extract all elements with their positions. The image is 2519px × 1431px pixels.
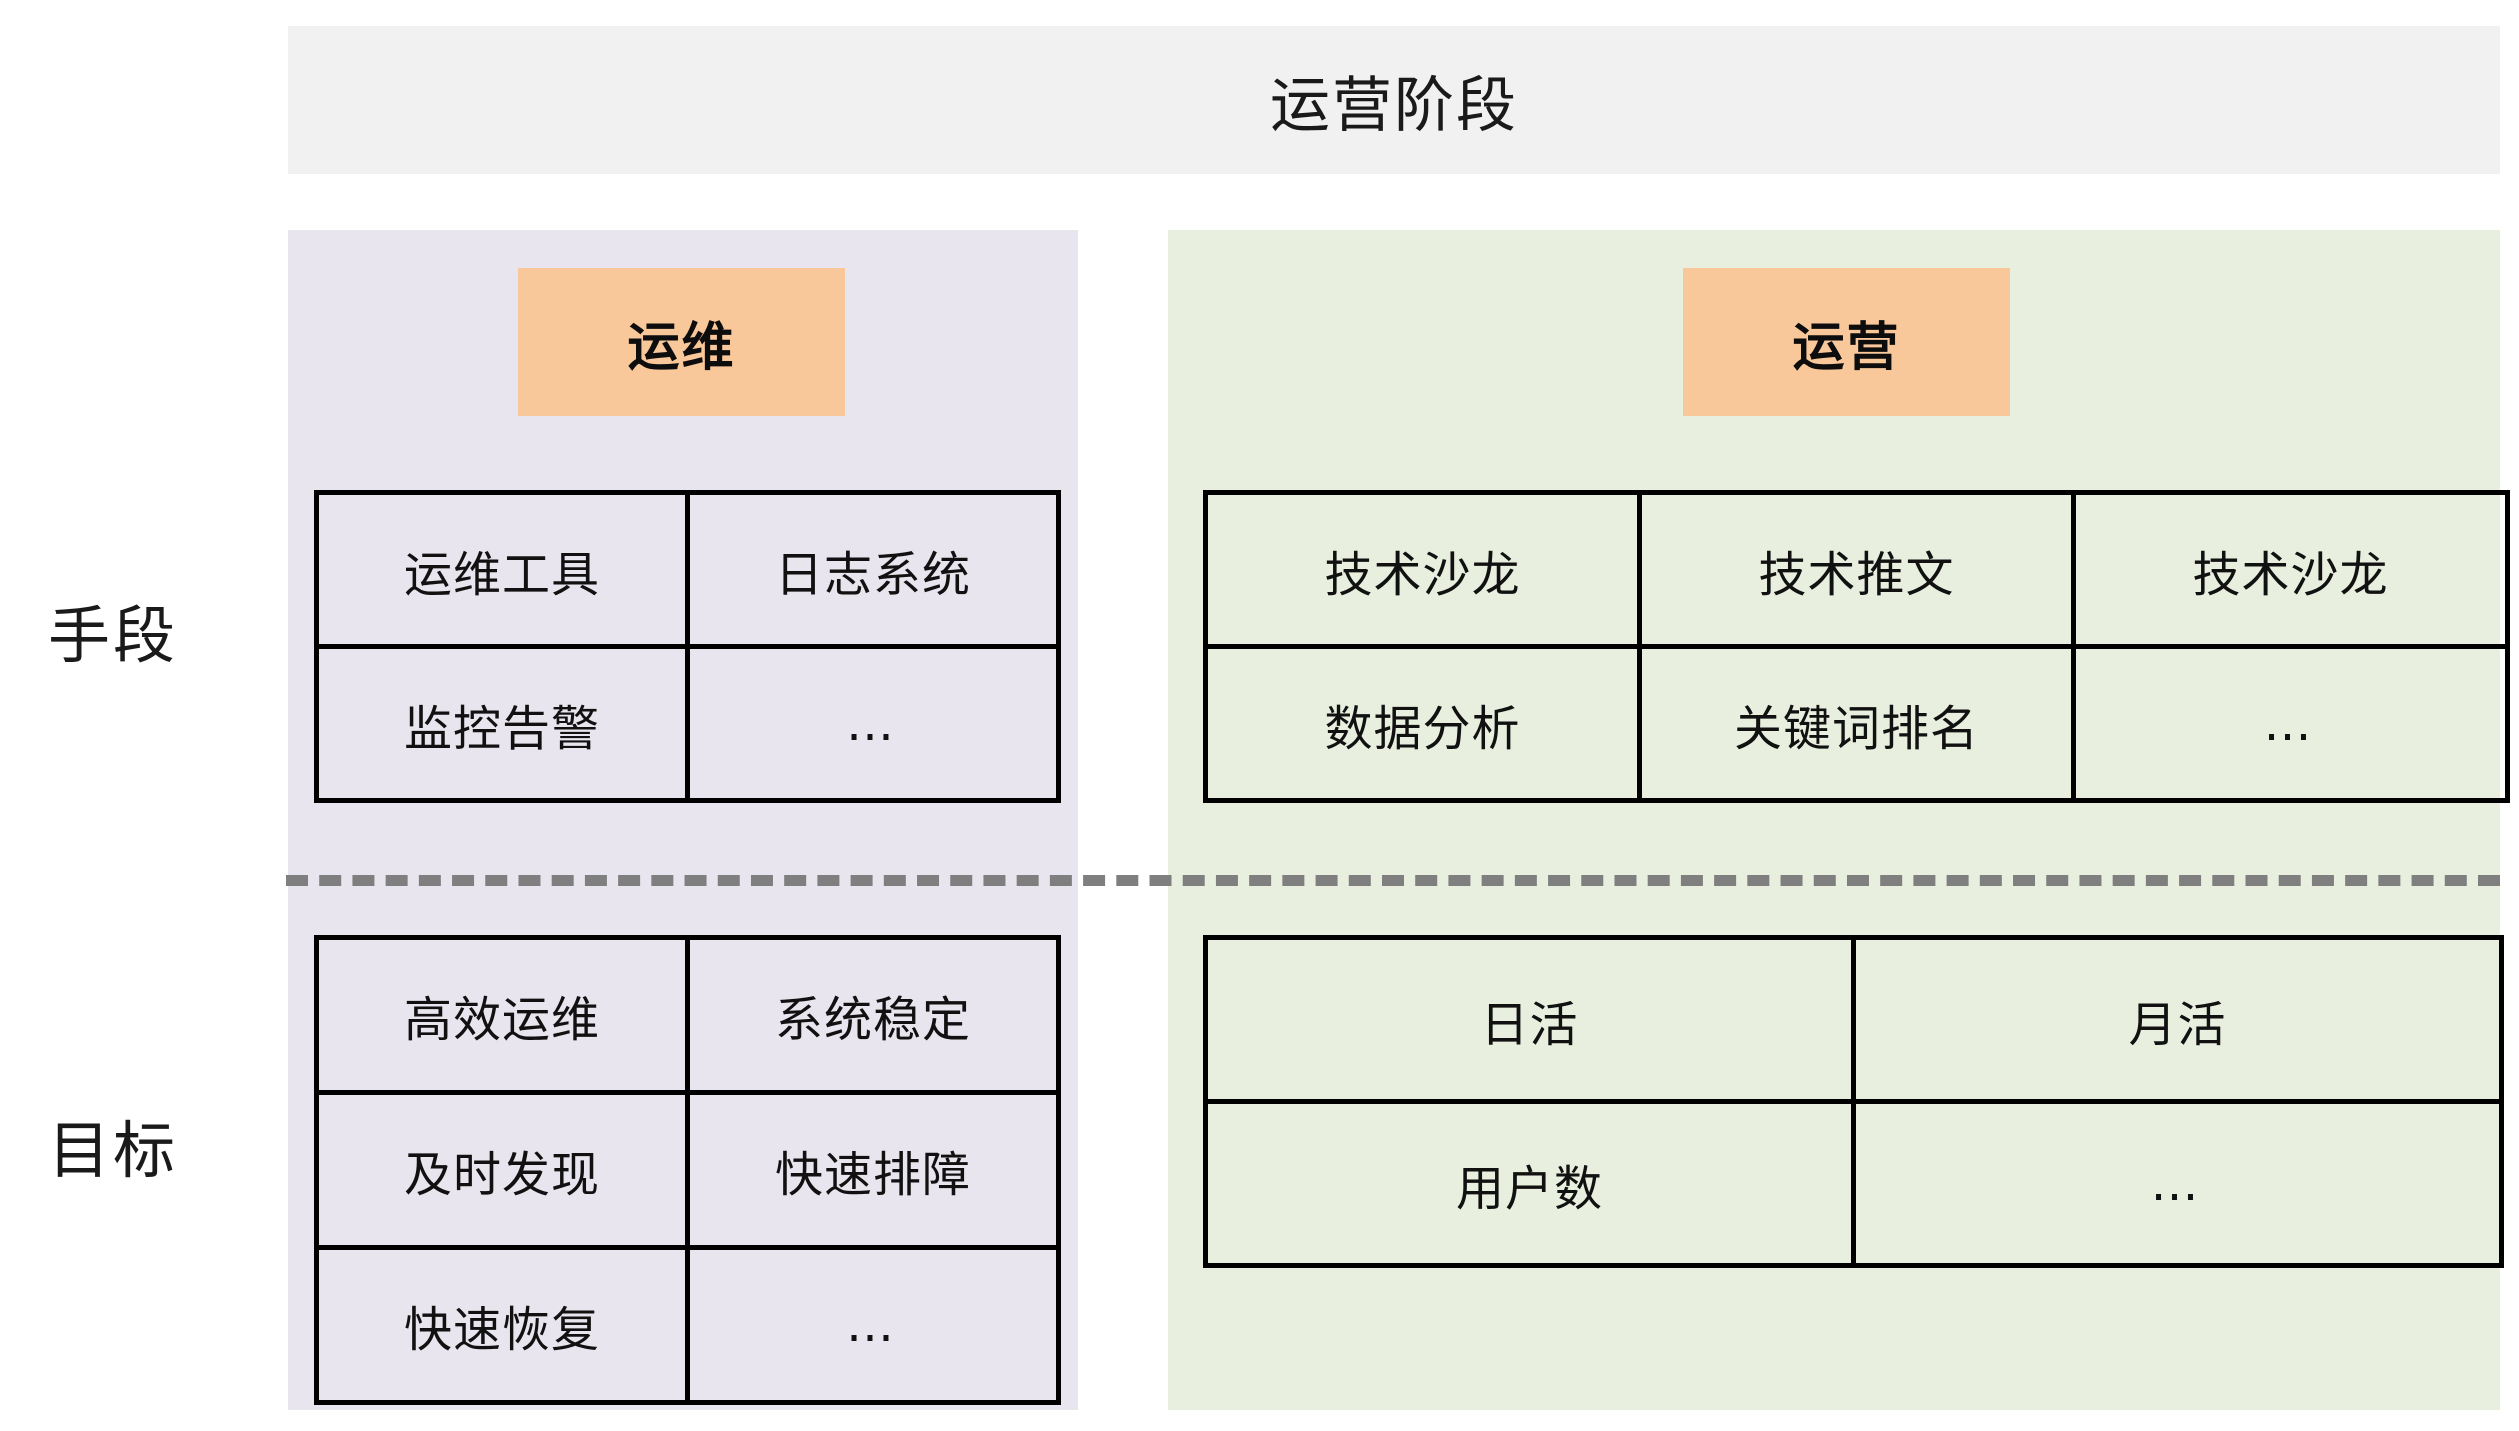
- table-row: 技术沙龙 技术推文 技术沙龙: [1203, 490, 2510, 649]
- table-ops-goals: 高效运维 系统稳定 及时发现 快速排障 快速恢复 …: [314, 935, 1061, 1405]
- table-cell[interactable]: 技术沙龙: [1203, 490, 1642, 649]
- row-label-means: 手段: [48, 599, 179, 672]
- table-cell[interactable]: 快速恢复: [314, 1245, 690, 1405]
- row-divider-dashed: [286, 875, 2500, 886]
- table-cell-ellipsis[interactable]: …: [685, 1245, 1061, 1405]
- table-cell[interactable]: 技术推文: [1637, 490, 2076, 649]
- row-label-goals: 目标: [48, 1114, 179, 1187]
- category-chip-operation[interactable]: 运营: [1683, 268, 2010, 416]
- table-cell[interactable]: 高效运维: [314, 935, 690, 1095]
- table-cell[interactable]: 系统稳定: [685, 935, 1061, 1095]
- table-cell-ellipsis[interactable]: …: [2071, 644, 2510, 803]
- table-cell[interactable]: 及时发现: [314, 1090, 690, 1250]
- table-ops-means: 运维工具 日志系统 监控告警 …: [314, 490, 1061, 803]
- table-row: 监控告警 …: [314, 644, 1061, 803]
- table-operation-means: 技术沙龙 技术推文 技术沙龙 数据分析 关键词排名 …: [1203, 490, 2510, 803]
- table-cell[interactable]: 快速排障: [685, 1090, 1061, 1250]
- category-chip-ops[interactable]: 运维: [518, 268, 845, 416]
- table-cell[interactable]: 月活: [1851, 935, 2504, 1104]
- table-cell-ellipsis[interactable]: …: [685, 644, 1061, 803]
- table-cell[interactable]: 技术沙龙: [2071, 490, 2510, 649]
- table-cell-ellipsis[interactable]: …: [1851, 1099, 2504, 1268]
- table-row: 数据分析 关键词排名 …: [1203, 644, 2510, 803]
- table-row: 运维工具 日志系统: [314, 490, 1061, 649]
- table-cell[interactable]: 监控告警: [314, 644, 690, 803]
- table-row: 高效运维 系统稳定: [314, 935, 1061, 1095]
- table-row: 及时发现 快速排障: [314, 1090, 1061, 1250]
- table-cell[interactable]: 运维工具: [314, 490, 690, 649]
- table-cell[interactable]: 日志系统: [685, 490, 1061, 649]
- category-chip-ops-label: 运维: [627, 317, 736, 378]
- table-cell[interactable]: 数据分析: [1203, 644, 1642, 803]
- table-row: 用户数 …: [1203, 1099, 2504, 1268]
- table-cell[interactable]: 用户数: [1203, 1099, 1856, 1268]
- table-cell[interactable]: 关键词排名: [1637, 644, 2076, 803]
- category-chip-operation-label: 运营: [1792, 317, 1901, 378]
- table-row: 快速恢复 …: [314, 1245, 1061, 1405]
- phase-header-band: 运营阶段: [288, 26, 2500, 174]
- page-title: 运营阶段: [1270, 70, 1518, 141]
- table-operation-goals: 日活 月活 用户数 …: [1203, 935, 2504, 1268]
- table-row: 日活 月活: [1203, 935, 2504, 1104]
- table-cell[interactable]: 日活: [1203, 935, 1856, 1104]
